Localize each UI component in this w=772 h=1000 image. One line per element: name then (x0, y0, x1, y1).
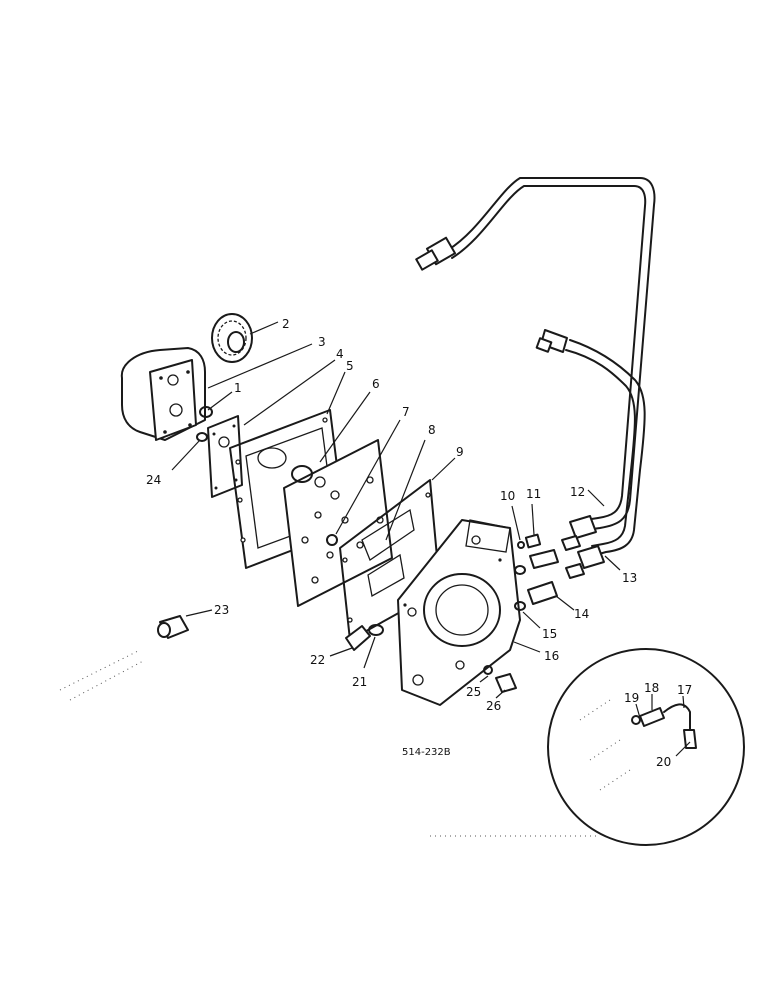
callout-18: 18 (644, 681, 659, 695)
o-ring-1 (199, 406, 213, 418)
callout-1: 1 (234, 381, 242, 395)
o-ring-15 (514, 601, 526, 611)
callout-12: 12 (570, 485, 585, 499)
callout-20: 20 (656, 755, 671, 769)
callout-10: 10 (500, 489, 515, 503)
o-ring-10 (517, 541, 525, 549)
plate-4 (207, 415, 243, 498)
callout-26: 26 (486, 699, 501, 713)
callout-14: 14 (574, 607, 589, 621)
callout-23: 23 (214, 603, 229, 617)
detail-inset (547, 648, 745, 846)
callout-labels: 1 2 3 4 5 6 7 8 9 10 11 12 13 14 15 16 1… (146, 317, 692, 769)
pump-housing (120, 347, 206, 441)
callout-15: 15 (542, 627, 557, 641)
leader-lines (171, 321, 691, 757)
callout-9: 9 (456, 445, 464, 459)
callout-6: 6 (372, 377, 380, 391)
callout-24: 24 (146, 473, 161, 487)
callout-5: 5 (346, 359, 354, 373)
o-ring-21 (368, 624, 384, 636)
o-ring-24 (196, 432, 208, 442)
elbow-fitting-22 (345, 625, 371, 651)
callout-17: 17 (677, 683, 692, 697)
callout-22: 22 (310, 653, 325, 667)
callout-11: 11 (526, 487, 541, 501)
separator-plate-6 (283, 439, 393, 607)
connector-fitting-14 (527, 581, 558, 605)
connector-26 (495, 673, 517, 693)
o-ring-25 (483, 665, 493, 675)
callout-7: 7 (402, 405, 410, 419)
faint-pipe-left (59, 649, 146, 701)
callout-3: 3 (318, 335, 326, 349)
elbow-fitting-23 (157, 615, 189, 639)
callout-25: 25 (466, 685, 481, 699)
callout-21: 21 (352, 675, 367, 689)
callout-16: 16 (544, 649, 559, 663)
tube-fitting-upper (415, 236, 568, 353)
plug-11 (524, 533, 542, 549)
tube-12 (447, 177, 656, 531)
gear (211, 313, 253, 363)
callout-8: 8 (428, 423, 436, 437)
tube-13 (565, 339, 646, 557)
tube-fitting-lower (561, 515, 605, 579)
check-ball-7 (326, 534, 338, 546)
callout-4: 4 (336, 347, 344, 361)
callout-2: 2 (282, 317, 290, 331)
connector-fitting-upper (514, 549, 559, 575)
diagram-code: 514-232B (402, 747, 451, 758)
callout-13: 13 (622, 571, 637, 585)
callout-19: 19 (624, 691, 639, 705)
valve-body-16 (397, 519, 521, 706)
